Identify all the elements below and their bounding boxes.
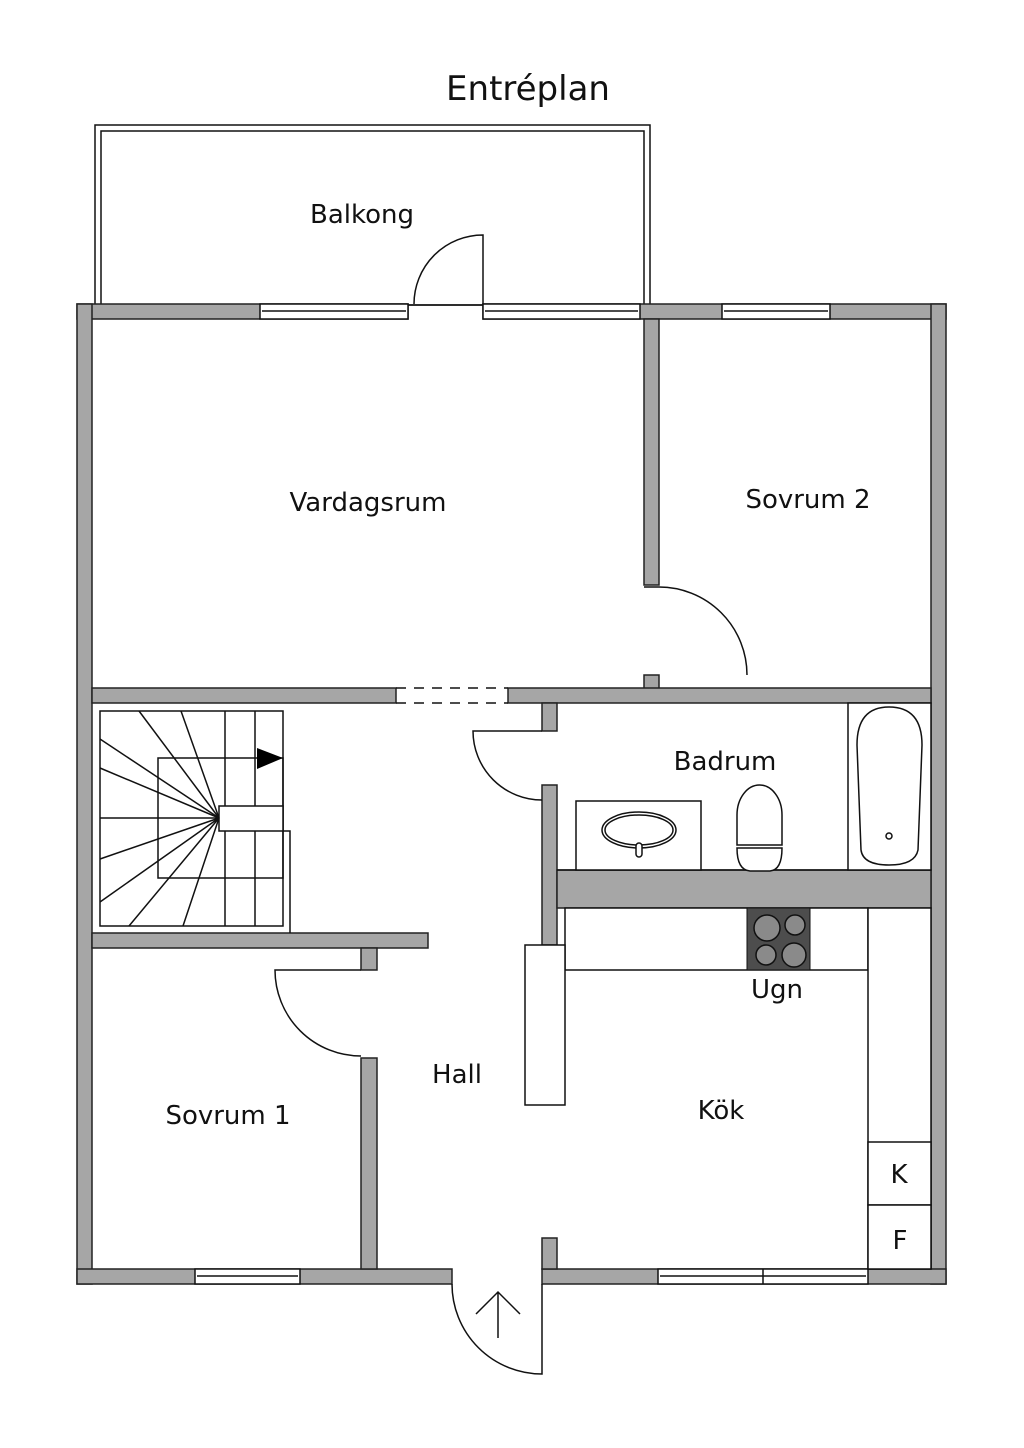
label-balcony: Balkong xyxy=(310,200,414,230)
label-kitchen: Kök xyxy=(698,1096,745,1126)
walls xyxy=(76,303,947,1285)
windows xyxy=(194,303,869,1285)
label-bedroom1: Sovrum 1 xyxy=(165,1101,290,1131)
label-bathroom: Badrum xyxy=(674,747,777,777)
bathtub-icon xyxy=(856,706,923,866)
bathroom-fixtures xyxy=(557,702,932,872)
label-freezer: F xyxy=(893,1226,908,1256)
countertop xyxy=(564,907,869,971)
label-fridge: K xyxy=(890,1160,908,1190)
balcony-door xyxy=(413,234,484,305)
stove-icon xyxy=(746,907,811,971)
label-bedroom2: Sovrum 2 xyxy=(745,485,870,515)
open-passage xyxy=(396,687,508,704)
bedroom1-door xyxy=(274,969,362,1057)
staircase xyxy=(99,710,291,933)
stair-arrow-icon xyxy=(257,748,283,769)
toilet-icon xyxy=(736,784,783,846)
plan-title: Entréplan xyxy=(446,69,610,109)
bedroom2-door xyxy=(644,586,748,676)
entrance-door xyxy=(451,1283,543,1375)
fridge xyxy=(867,1141,932,1206)
entrance-arrow-icon xyxy=(475,1290,521,1338)
island xyxy=(524,944,566,1106)
label-oven: Ugn xyxy=(751,975,803,1005)
freezer xyxy=(867,1204,932,1270)
bathroom-door xyxy=(472,730,543,801)
label-living-room: Vardagsrum xyxy=(290,488,447,518)
label-hall: Hall xyxy=(432,1060,482,1090)
doors xyxy=(274,234,748,1375)
kitchen-fixtures xyxy=(524,907,932,1270)
